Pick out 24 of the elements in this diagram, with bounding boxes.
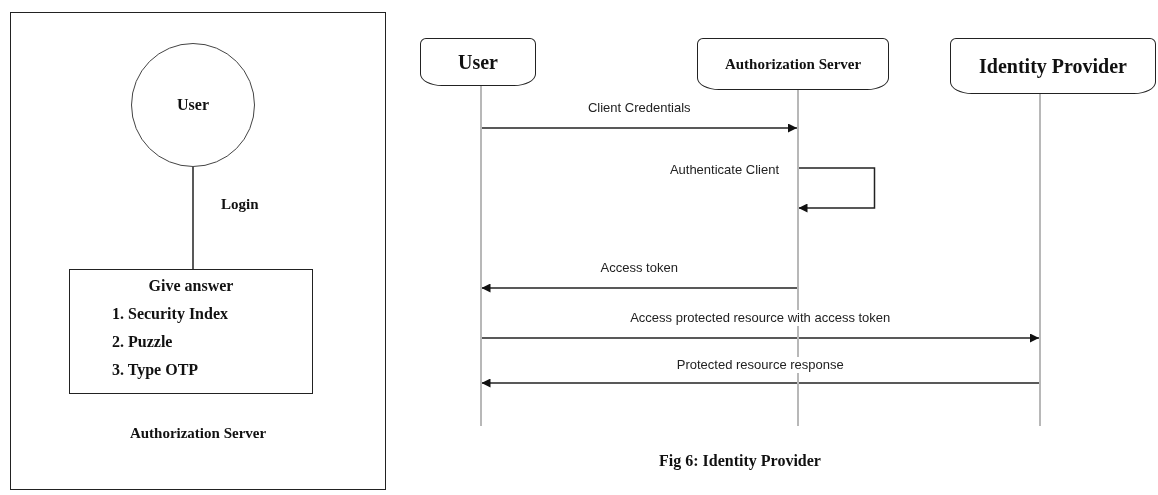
connector-line [192, 166, 194, 270]
message-arrow [480, 123, 798, 133]
participant-label: Identity Provider [979, 54, 1127, 78]
participant-box [950, 38, 1156, 94]
participant-box [697, 38, 889, 90]
edge-label: Login [218, 196, 262, 212]
box-heading: Give answer [147, 276, 235, 296]
node-label: Authorization Server [128, 425, 268, 442]
lifeline [797, 90, 799, 426]
lifeline [1039, 94, 1041, 426]
list-item: 3. Type OTP [111, 360, 199, 381]
message-arrow [480, 283, 798, 293]
message-arrow [797, 167, 876, 213]
message-arrow [480, 333, 1040, 343]
participant-label: User [458, 50, 498, 74]
participant-label: Authorization Server [724, 55, 862, 73]
participant-box [420, 38, 536, 86]
list-item: 1. Security Index [111, 304, 228, 325]
lifeline [480, 86, 482, 426]
message-arrow [480, 378, 1040, 388]
caption: Fig 6: Identity Provider [658, 452, 822, 470]
answer-box [69, 269, 313, 394]
list-item: 2. Puzzle [111, 332, 173, 352]
node-label: User [177, 96, 209, 114]
